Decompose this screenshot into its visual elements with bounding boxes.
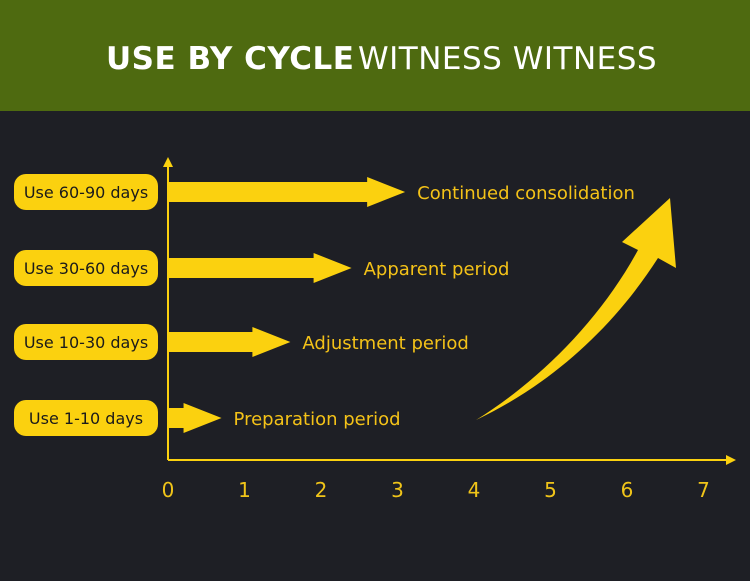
chart-subtitle: WITNESS WITNESS: [358, 41, 658, 77]
x-ticks: 0 1 2 3 4 5 6 7: [162, 478, 710, 502]
y-axis-arrowhead: [163, 157, 173, 167]
x-tick-label: 3: [391, 478, 404, 502]
stage-label: Apparent period: [364, 259, 510, 280]
trend-layer: [476, 198, 676, 420]
category-label: Use 60-90 days: [24, 183, 148, 202]
category-pill: [14, 174, 158, 210]
chart-title: USE BY CYCLE: [106, 41, 355, 77]
x-tick-label: 4: [468, 478, 481, 502]
category-pill: [14, 400, 158, 436]
category-pill: [14, 250, 158, 286]
x-tick-label: 1: [238, 478, 251, 502]
bar-arrow: [168, 327, 291, 357]
x-tick-label: 5: [544, 478, 557, 502]
stage-label: Adjustment period: [302, 333, 468, 354]
x-tick-label: 7: [697, 478, 710, 502]
bar-arrow: [168, 177, 406, 207]
x-tick-label: 6: [621, 478, 634, 502]
category-label: Use 10-30 days: [24, 333, 148, 352]
x-tick-label: 2: [315, 478, 328, 502]
header-banner: USE BY CYCLE WITNESS WITNESS: [0, 0, 750, 111]
x-tick-label: 0: [162, 478, 175, 502]
category-label: Use 1-10 days: [29, 409, 143, 428]
bars: [168, 177, 406, 433]
x-axis-arrowhead: [726, 455, 736, 465]
trend-arrow: [476, 198, 676, 420]
bar-arrow: [168, 253, 352, 283]
bar-arrow: [168, 403, 222, 433]
stage-label: Continued consolidation: [417, 183, 635, 204]
stage-label: Preparation period: [234, 409, 401, 430]
category-label: Use 30-60 days: [24, 259, 148, 278]
category-pill: [14, 324, 158, 360]
